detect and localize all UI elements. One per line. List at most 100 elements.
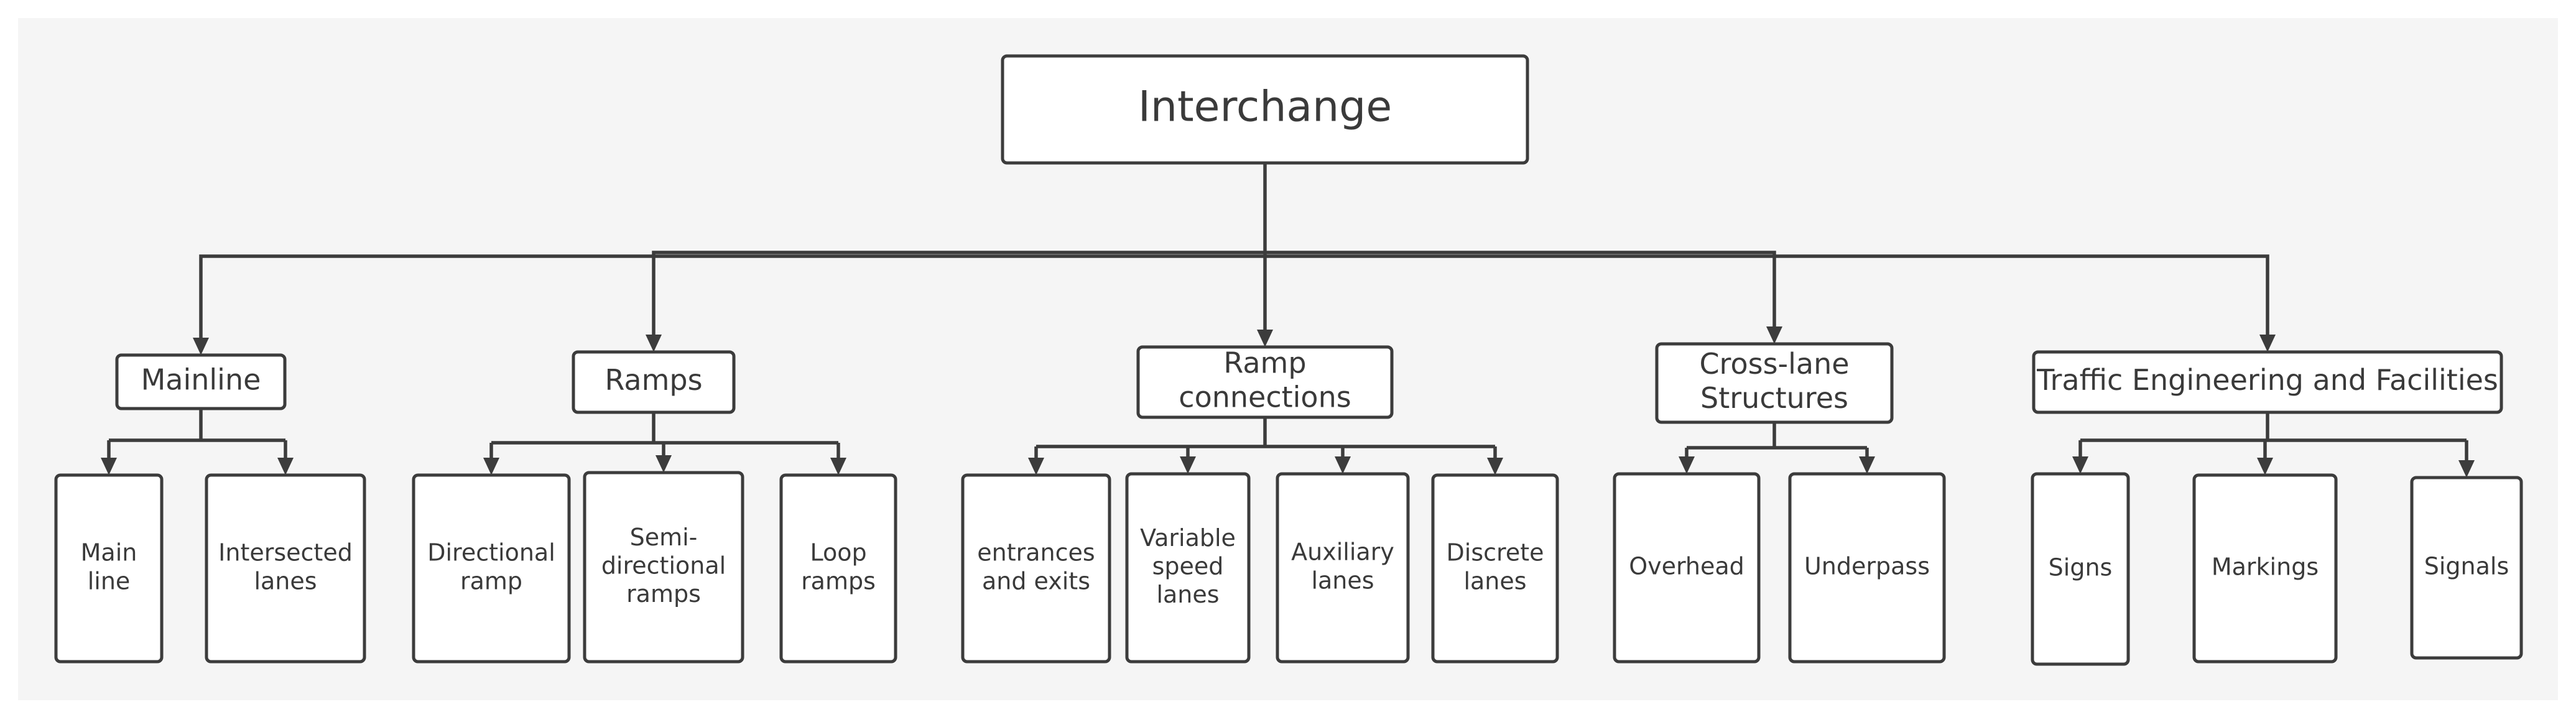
node-box-cross-lane-structures	[1655, 342, 1894, 424]
node-label-overhead: Overhead	[1629, 553, 1744, 580]
node-box-mainline	[115, 353, 287, 410]
node-box-intersected-lanes	[205, 473, 366, 664]
node-label-variable-speed-lanes-line2: speed	[1152, 553, 1224, 580]
node-label-variable-speed-lanes-line1: Variable	[1140, 524, 1236, 552]
arrow-to-main-line	[101, 458, 117, 475]
arrow-to-underpass	[1859, 456, 1875, 474]
node-label-semi-directional-ramps-line1: Semi-	[630, 524, 698, 551]
node-label-loop-ramps-line2: ramps	[801, 567, 876, 594]
arrow-to-semi-directional-ramps	[656, 455, 672, 473]
node-box-interchange	[1001, 54, 1529, 165]
node-box-signs	[2031, 472, 2130, 666]
node-label-main-line-line2: line	[88, 567, 131, 594]
node-label-mainline: Mainline	[141, 363, 261, 397]
node-label-main-line-line1: Main	[81, 539, 137, 567]
node-label-interchange: Interchange	[1138, 83, 1392, 132]
node-label-ramp-connections-line2: connections	[1179, 381, 1351, 414]
node-box-entrances-and-exits	[961, 473, 1111, 664]
node-box-markings	[2192, 473, 2338, 664]
arrow-to-markings	[2257, 458, 2273, 475]
node-box-semi-directional-ramps	[583, 471, 744, 664]
node-traffic-engineering-and-facilities: Traffic Engineering and Facilities	[2032, 350, 2503, 414]
node-box-auxiliary-lanes	[1276, 472, 1410, 664]
node-label-intersected-lanes-line1: Intersected	[218, 539, 353, 567]
node-label-auxiliary-lanes-line1: Auxiliary	[1291, 539, 1394, 566]
node-main-line: Mainline	[54, 473, 164, 664]
arrow-to-variable-speed-lanes	[1180, 456, 1196, 474]
connector-layer	[101, 163, 2475, 478]
node-label-cross-lane-structures-line2: Structures	[1700, 381, 1848, 415]
node-label-intersected-lanes-line2: lanes	[254, 567, 317, 594]
node-box-main-line	[54, 473, 164, 664]
node-label-entrances-and-exits-line1: entrances	[977, 539, 1095, 567]
node-box-underpass	[1788, 472, 1946, 664]
node-label-discrete-lanes-line2: lanes	[1463, 567, 1526, 594]
arrow-to-cross-lane-structures	[1766, 326, 1782, 344]
node-label-directional-ramp-line1: Directional	[427, 539, 555, 567]
node-box-discrete-lanes	[1431, 473, 1559, 664]
node-label-auxiliary-lanes-line2: lanes	[1311, 567, 1374, 594]
arrow-to-signals	[2458, 460, 2475, 478]
node-label-semi-directional-ramps-line3: ramps	[626, 580, 701, 608]
node-underpass: Underpass	[1788, 472, 1946, 664]
node-label-discrete-lanes-line1: Discrete	[1447, 539, 1544, 567]
node-box-ramp-connections	[1136, 345, 1394, 419]
arrow-to-entrances-and-exits	[1028, 458, 1044, 475]
arrow-to-traffic-engineering-and-facilities	[2259, 335, 2276, 352]
node-box-traffic-engineering-and-facilities	[2032, 350, 2503, 414]
arrow-to-overhead	[1679, 456, 1695, 474]
node-label-underpass: Underpass	[1804, 553, 1930, 580]
node-box-variable-speed-lanes	[1125, 472, 1251, 664]
node-label-signals: Signals	[2424, 553, 2509, 580]
node-label-entrances-and-exits-line2: and exits	[982, 567, 1090, 594]
node-ramps: Ramps	[572, 350, 736, 414]
arrow-to-auxiliary-lanes	[1335, 456, 1351, 474]
node-signals: Signals	[2410, 476, 2523, 660]
node-markings: Markings	[2192, 473, 2338, 664]
node-layer: InterchangeMainlineMainlineIntersectedla…	[54, 54, 2523, 666]
arrow-to-discrete-lanes	[1487, 458, 1503, 475]
node-label-signs: Signs	[2049, 554, 2113, 581]
node-label-ramps: Ramps	[605, 363, 702, 397]
node-mainline: Mainline	[115, 353, 287, 410]
node-label-traffic-engineering-and-facilities: Traffic Engineering and Facilities	[2036, 363, 2498, 397]
edge-root-to-cross-lane-structures	[1265, 251, 1776, 329]
node-box-signals	[2410, 476, 2523, 660]
arrow-to-loop-ramps	[830, 458, 846, 475]
node-label-directional-ramp-line2: ramp	[460, 567, 522, 594]
arrow-to-directional-ramp	[483, 458, 499, 475]
node-label-markings: Markings	[2212, 553, 2319, 581]
node-label-variable-speed-lanes-line3: lanes	[1156, 581, 1219, 608]
node-overhead: Overhead	[1613, 472, 1761, 664]
node-label-loop-ramps-line1: Loop	[810, 539, 866, 567]
node-interchange: Interchange	[1001, 54, 1529, 165]
node-label-semi-directional-ramps-line2: directional	[601, 552, 726, 580]
node-signs: Signs	[2031, 472, 2130, 666]
edge-root-to-ramps	[652, 251, 1265, 337]
node-label-ramp-connections-line1: Ramp	[1223, 346, 1306, 379]
node-box-directional-ramp	[412, 473, 571, 664]
node-box-ramps	[572, 350, 736, 414]
arrow-to-ramp-connections	[1257, 330, 1273, 347]
node-label-cross-lane-structures-line1: Cross-lane	[1699, 347, 1849, 381]
arrow-to-ramps	[646, 335, 662, 352]
edge-root-to-mainline	[199, 254, 1265, 340]
node-box-overhead	[1613, 472, 1761, 664]
arrow-to-intersected-lanes	[277, 458, 294, 475]
node-box-loop-ramps	[779, 473, 897, 664]
edge-root-to-traffic-engineering-and-facilities	[1265, 254, 2269, 337]
arrow-to-signs	[2072, 456, 2088, 474]
arrow-to-mainline	[193, 338, 209, 355]
